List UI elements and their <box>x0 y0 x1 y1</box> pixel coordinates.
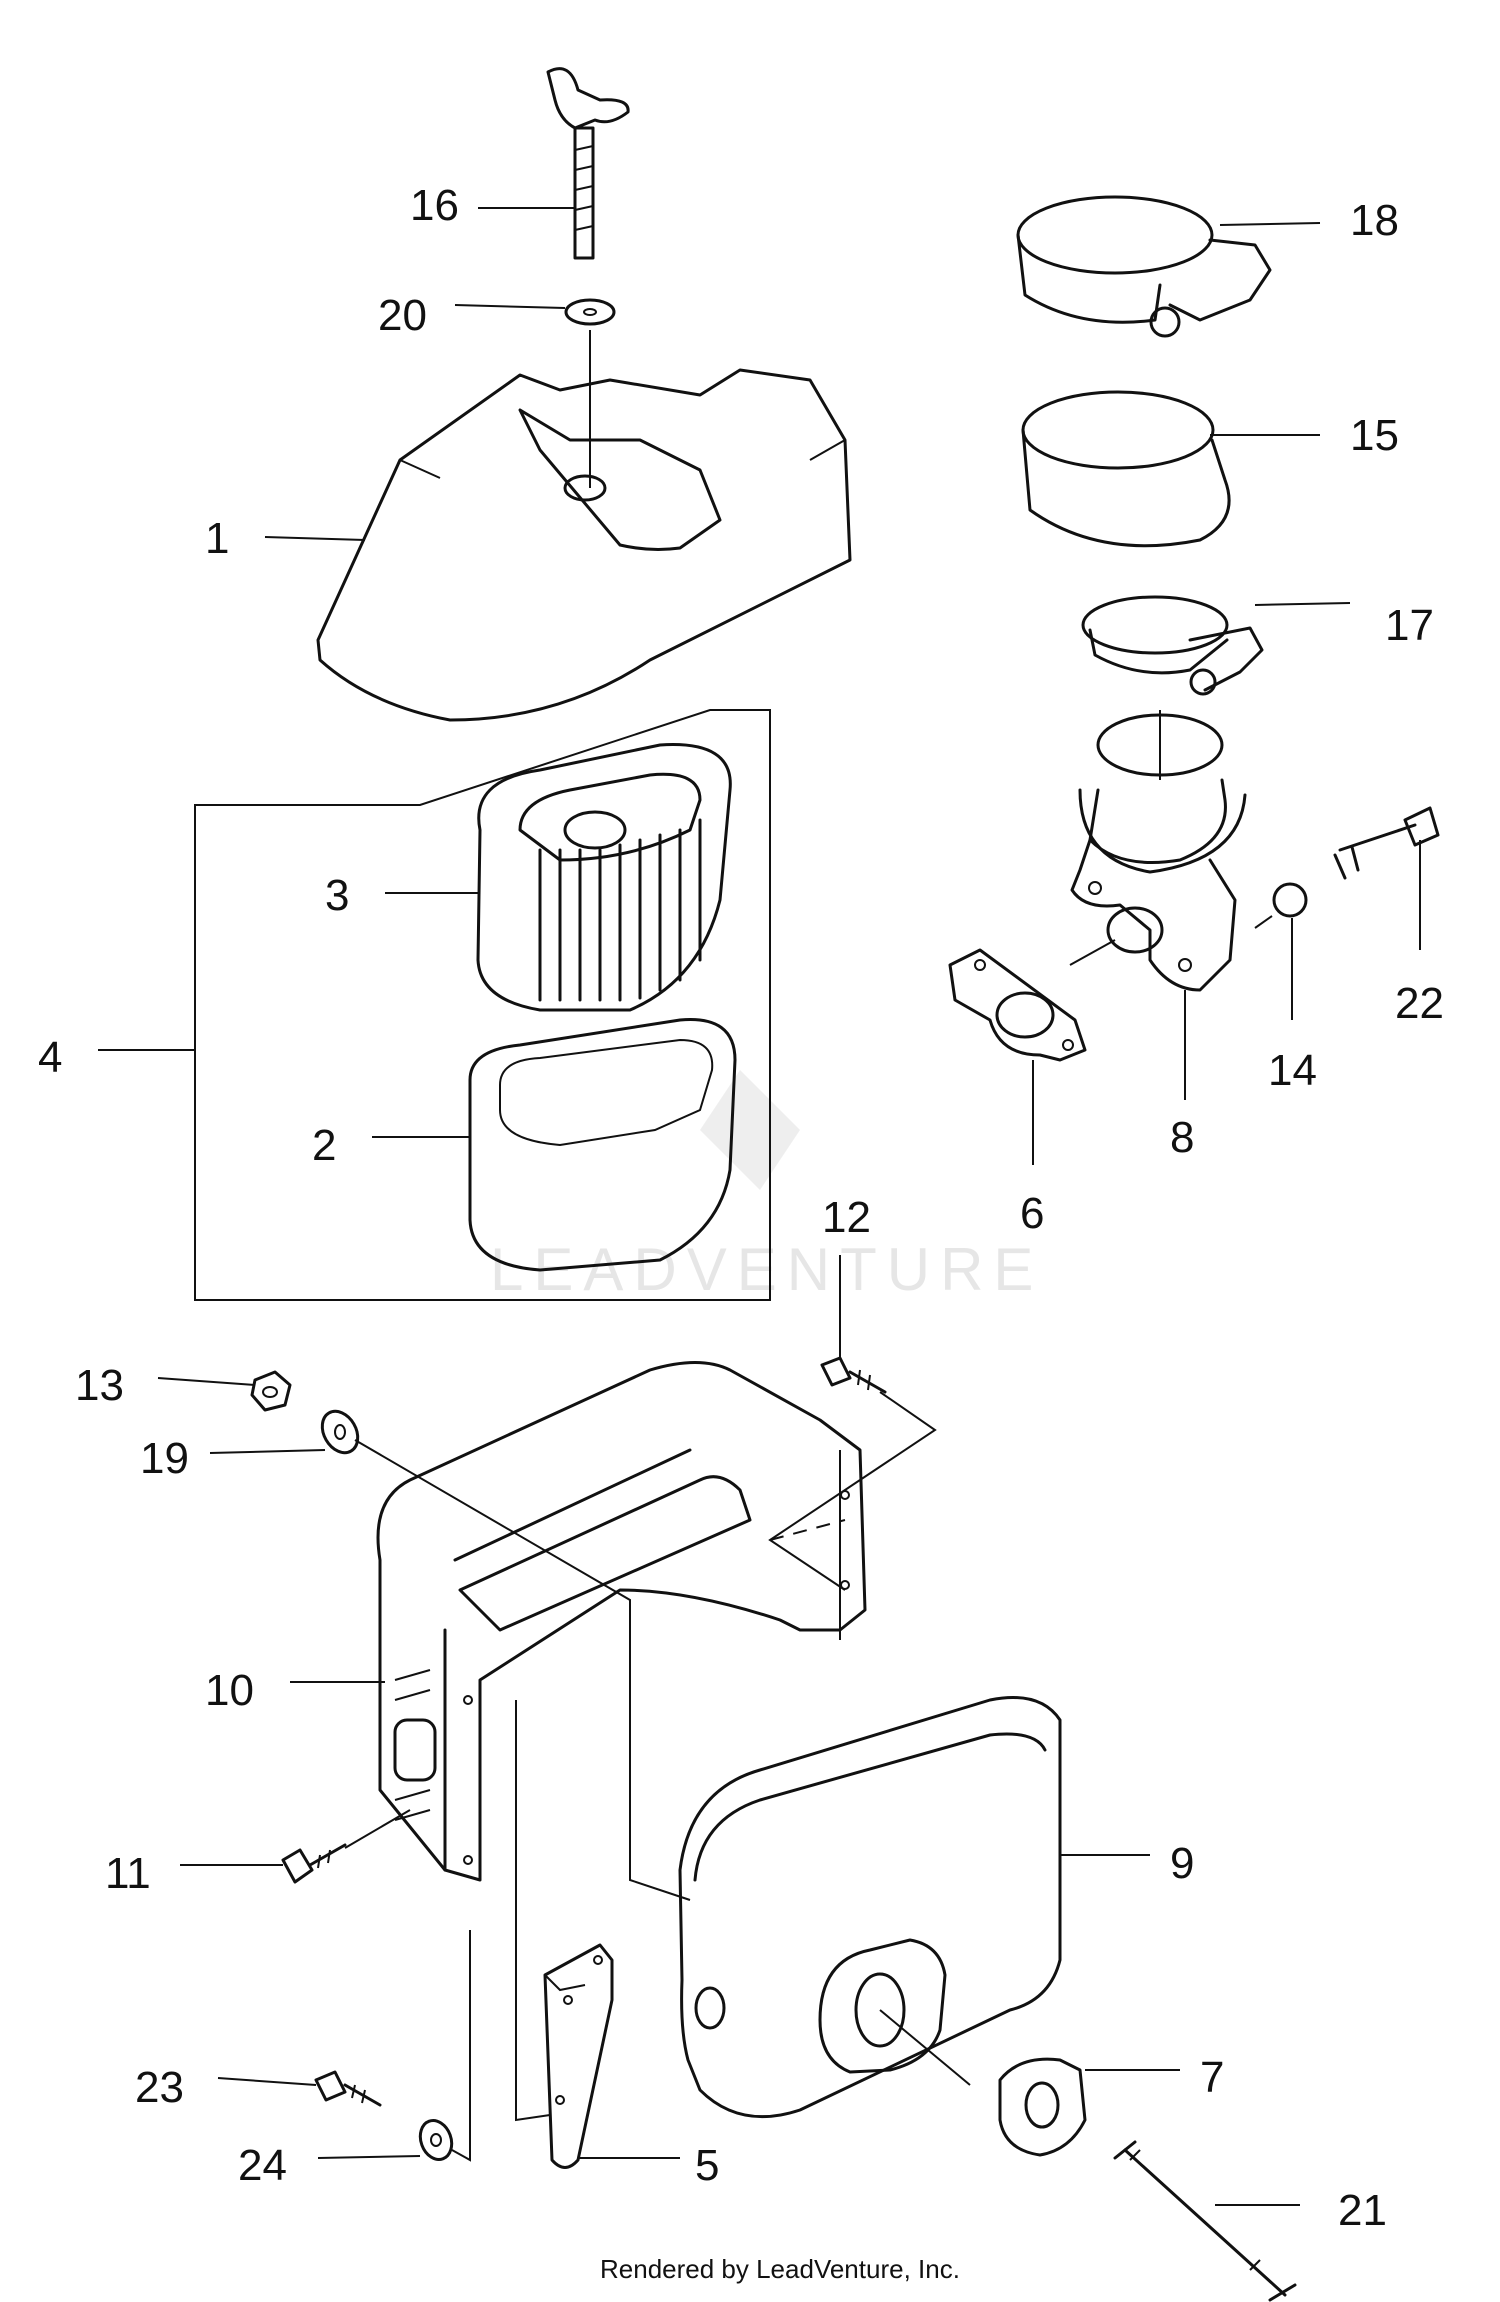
clamp-17 <box>1081 595 1264 696</box>
callout-15: 15 <box>1350 411 1399 460</box>
footer-credit: Rendered by LeadVenture, Inc. <box>600 2254 960 2284</box>
callout-7: 7 <box>1200 2053 1224 2102</box>
air-filter-element <box>476 743 732 1012</box>
watermark-text: LEADVENTURE <box>490 1236 1043 1303</box>
wing-bolt <box>546 67 630 260</box>
callout-13: 13 <box>75 1361 124 1410</box>
air-cleaner-cover <box>316 330 852 722</box>
callout-24: 24 <box>238 2141 287 2190</box>
callout-18: 18 <box>1350 196 1399 245</box>
callout-11: 11 <box>105 1849 151 1898</box>
leader-lines <box>98 207 1421 2206</box>
callout-20: 20 <box>378 291 427 340</box>
group-bracket <box>194 709 771 1301</box>
elbow-adapter <box>1070 710 1247 992</box>
hose-15 <box>1021 390 1231 548</box>
callout-2: 2 <box>312 1121 336 1170</box>
callout-19: 19 <box>140 1434 189 1483</box>
muffler-9 <box>678 1696 1062 2119</box>
clamp-18 <box>1016 195 1272 338</box>
heat-shield-10 <box>376 1361 867 1882</box>
callout-3: 3 <box>325 871 349 920</box>
bolt-22 <box>1333 806 1440 880</box>
pre-cleaner <box>468 1018 737 1272</box>
nut-13 <box>250 1370 292 1412</box>
callout-8: 8 <box>1170 1113 1194 1162</box>
callout-5: 5 <box>695 2141 719 2190</box>
callout-21: 21 <box>1338 2186 1387 2235</box>
callout-12: 12 <box>822 1193 871 1242</box>
stud-21 <box>1113 2140 1297 2302</box>
washer-24 <box>418 2119 454 2161</box>
callout-22: 22 <box>1395 979 1444 1028</box>
bolt-23 <box>314 2070 382 2107</box>
bracket-5 <box>543 1943 614 2169</box>
callout-23: 23 <box>135 2063 184 2112</box>
callout-16: 16 <box>410 181 459 230</box>
watermark: LEADVENTURE <box>490 1070 1043 1303</box>
assembly-lines <box>344 1391 971 2162</box>
washer-19 <box>320 1409 360 1455</box>
callout-4: 4 <box>38 1033 62 1082</box>
screw-11 <box>281 1843 347 1884</box>
callout-14: 14 <box>1268 1046 1317 1095</box>
gasket-7 <box>998 2057 1087 2157</box>
plug-14 <box>1254 882 1308 929</box>
washer-20 <box>564 298 616 326</box>
callout-labels: 16 20 1 18 15 17 3 4 2 22 14 6 8 12 13 1… <box>38 181 1444 2235</box>
callout-1: 1 <box>205 514 229 563</box>
callout-17: 17 <box>1385 601 1434 650</box>
callout-6: 6 <box>1020 1189 1044 1238</box>
gasket-6 <box>948 939 1116 1062</box>
bolt-12 <box>820 1356 887 1394</box>
callout-9: 9 <box>1170 1839 1194 1888</box>
callout-10: 10 <box>205 1666 254 1715</box>
